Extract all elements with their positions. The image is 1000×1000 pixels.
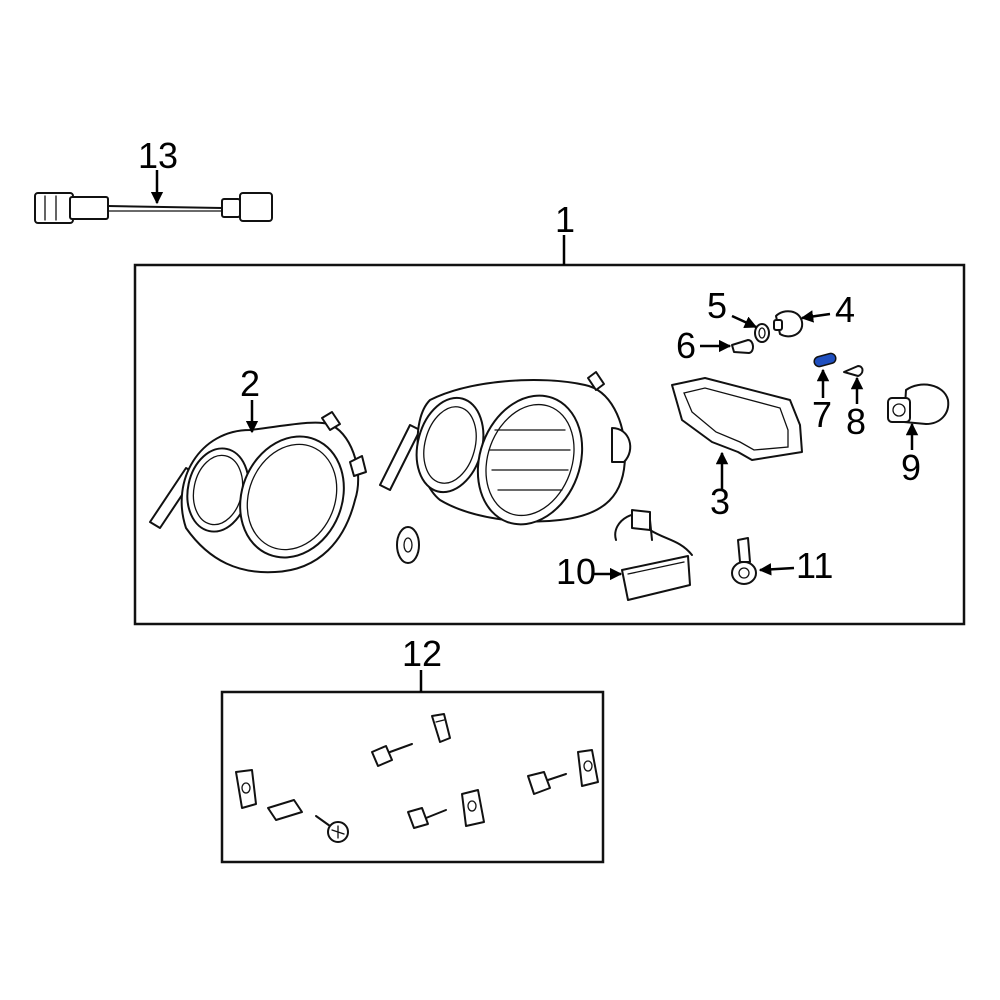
part-3-gasket[interactable] bbox=[671, 377, 803, 461]
bolt-3[interactable] bbox=[527, 771, 567, 795]
leader-5 bbox=[731, 314, 758, 329]
callout-1: 1 bbox=[555, 199, 575, 240]
part-6-bulb[interactable] bbox=[731, 339, 754, 354]
part-8-bulb[interactable] bbox=[843, 365, 864, 377]
callout-11: 11 bbox=[796, 545, 833, 586]
part-4-socket[interactable] bbox=[773, 310, 804, 338]
callout-6: 6 bbox=[676, 325, 696, 366]
bracket-clip-1[interactable] bbox=[431, 713, 451, 743]
part-13-wiring-harness[interactable] bbox=[34, 192, 273, 224]
leader-11 bbox=[758, 563, 795, 576]
part-5-o-ring[interactable] bbox=[754, 323, 770, 343]
bulb-washer[interactable] bbox=[396, 526, 420, 564]
bracket-clip-3[interactable] bbox=[461, 789, 485, 827]
callout-10: 10 bbox=[556, 551, 596, 592]
callout-5: 5 bbox=[707, 285, 727, 326]
part-10-marker-lamp[interactable] bbox=[614, 509, 693, 601]
bolt-1[interactable] bbox=[371, 743, 413, 767]
bolt-2[interactable] bbox=[407, 807, 447, 829]
leader-lines bbox=[150, 170, 919, 692]
bracket-clip-4[interactable] bbox=[577, 749, 599, 787]
callout-8: 8 bbox=[846, 401, 866, 442]
callout-7: 7 bbox=[812, 394, 832, 435]
part-12-hardware-kit[interactable] bbox=[235, 713, 599, 843]
bracket-clip-2[interactable] bbox=[235, 769, 257, 809]
part-7-bulb-highlighted[interactable] bbox=[813, 352, 837, 368]
part-9-socket-assembly[interactable] bbox=[887, 383, 950, 425]
callout-9: 9 bbox=[901, 447, 921, 488]
callout-labels: 13 1 2 3 4 5 6 7 8 9 10 11 12 bbox=[138, 135, 921, 674]
callout-2: 2 bbox=[240, 363, 260, 404]
screw-1[interactable] bbox=[315, 815, 349, 843]
callout-12: 12 bbox=[402, 633, 442, 674]
leader-4 bbox=[800, 310, 831, 323]
headlamp-housing[interactable] bbox=[379, 371, 632, 539]
callout-3: 3 bbox=[710, 481, 730, 522]
part-2-headlamp-bezel[interactable] bbox=[149, 411, 367, 574]
callout-4: 4 bbox=[835, 289, 855, 330]
clip-1[interactable] bbox=[267, 799, 303, 821]
part-11-socket[interactable] bbox=[731, 537, 757, 585]
callout-13: 13 bbox=[138, 135, 178, 176]
